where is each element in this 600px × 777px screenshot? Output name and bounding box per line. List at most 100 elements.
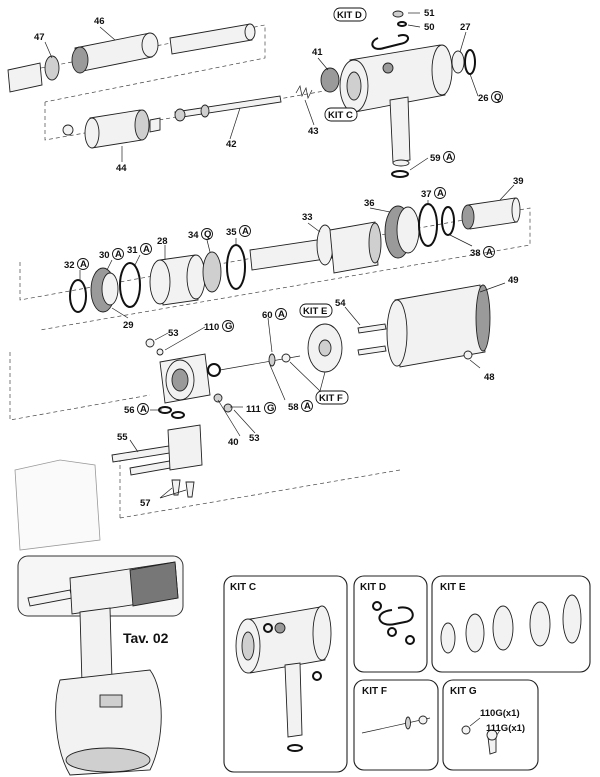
kit-g-title: KIT G <box>450 686 477 697</box>
kit-g-item-111: 111G(x1) <box>486 723 525 734</box>
part-44-clutch <box>62 109 161 149</box>
part-labels-circled: 26 Q 59 A 37 A 34 Q 35 A 31 A 30 A 32 A … <box>64 91 503 416</box>
part-48-screw <box>463 350 473 360</box>
label-40: 40 <box>228 437 239 448</box>
label-43: 43 <box>308 126 319 137</box>
label-49: 49 <box>508 275 519 286</box>
label-58: 58 <box>288 402 299 413</box>
label-110: 110 <box>204 322 219 333</box>
label-34: 34 <box>188 230 199 241</box>
kit-c-head-housing <box>339 10 453 178</box>
label-30: 30 <box>99 250 110 261</box>
label-42: 42 <box>226 139 237 150</box>
label-34-suffix: Q <box>204 229 211 240</box>
part-49-cover <box>386 284 491 368</box>
label-55: 55 <box>117 432 128 443</box>
part-55-bracket <box>111 424 203 476</box>
kit-f-title: KIT F <box>362 686 387 697</box>
kit-c-box: KIT C <box>223 575 348 773</box>
kit-c-title: KIT C <box>230 582 256 593</box>
handle-outline <box>14 459 101 551</box>
label-110-suffix: G <box>225 321 232 332</box>
part-46-sleeve <box>7 23 256 93</box>
kit-tags: KIT D KIT C KIT E KIT F <box>299 7 367 405</box>
part-32-oring <box>69 279 87 313</box>
part-30-29-piston <box>90 267 119 313</box>
label-33: 33 <box>302 212 313 223</box>
label-35-suffix: A <box>242 226 249 237</box>
part-41-nut <box>320 67 340 93</box>
label-51: 51 <box>424 8 435 19</box>
kit-d-box: KIT D <box>353 575 428 673</box>
kit-e-title: KIT E <box>440 582 466 593</box>
kit-f-valve-rod <box>219 353 301 371</box>
tav-label: Tav. 02 <box>123 630 169 646</box>
label-26-suffix: Q <box>494 92 501 103</box>
label-31-suffix: A <box>143 244 150 255</box>
kit-f-tag: KIT F <box>319 393 343 404</box>
label-32-suffix: A <box>80 259 87 270</box>
label-59: 59 <box>430 153 441 164</box>
label-60: 60 <box>262 310 273 321</box>
label-59-suffix: A <box>446 152 453 163</box>
part-42-rod <box>174 95 282 122</box>
leader-lines <box>44 12 515 499</box>
label-50: 50 <box>424 22 435 33</box>
label-26: 26 <box>478 93 489 104</box>
part-34-35-rings <box>202 244 246 293</box>
label-48: 48 <box>484 372 495 383</box>
label-30-suffix: A <box>115 249 122 260</box>
label-36: 36 <box>364 198 375 209</box>
part-111-53-fittings <box>207 363 233 413</box>
part-33-shaft <box>249 221 382 274</box>
label-41: 41 <box>312 47 323 58</box>
label-54: 54 <box>335 298 346 309</box>
part-28-sleeve <box>149 254 206 306</box>
label-46: 46 <box>94 16 105 27</box>
kit-d-tag: KIT D <box>337 10 362 21</box>
label-53a: 53 <box>168 328 179 339</box>
kit-c-tag: KIT C <box>328 110 353 121</box>
part-labels: 46 47 51 50 27 41 43 42 44 39 36 33 28 2… <box>34 8 524 509</box>
kit-g-item-110: 110G(x1) <box>480 708 520 719</box>
label-37-suffix: A <box>437 188 444 199</box>
tool-overview: Tav. 02 <box>17 555 184 776</box>
label-58-suffix: A <box>304 401 311 412</box>
kit-d-title: KIT D <box>360 582 386 593</box>
part-39-cap <box>461 197 521 230</box>
part-43-spring <box>295 85 313 100</box>
kit-e-tag: KIT E <box>303 306 327 317</box>
label-31: 31 <box>127 245 138 256</box>
label-56: 56 <box>124 405 135 416</box>
part-54-screws <box>357 323 387 356</box>
assembly-guide-lines <box>9 24 531 519</box>
label-111: 111 <box>246 404 262 415</box>
label-111-suffix: G <box>267 403 274 414</box>
kit-g-box: KIT G 110G(x1) 111G(x1) <box>442 679 539 771</box>
label-32: 32 <box>64 260 75 271</box>
label-37: 37 <box>421 189 432 200</box>
label-47: 47 <box>34 32 45 43</box>
label-60-suffix: A <box>278 309 285 320</box>
part-56-seals <box>158 406 185 419</box>
part-37-38-rings <box>418 203 455 247</box>
label-28: 28 <box>157 236 168 247</box>
part-31-ring <box>119 262 141 308</box>
label-29: 29 <box>123 320 134 331</box>
part-27-26-rings <box>451 49 476 75</box>
part-57-screws <box>171 479 195 498</box>
label-38-suffix: A <box>486 247 493 258</box>
kit-e-box: KIT E <box>431 575 591 673</box>
label-56-suffix: A <box>140 404 147 415</box>
label-27: 27 <box>460 22 471 33</box>
part-40-head-block <box>145 338 211 404</box>
label-57: 57 <box>140 498 151 509</box>
kit-f-box: KIT F <box>353 679 439 771</box>
label-53b: 53 <box>249 433 260 444</box>
label-44: 44 <box>116 163 127 174</box>
part-36-piston-head <box>384 205 420 259</box>
kit-e-valve-body <box>307 323 343 373</box>
label-35: 35 <box>226 227 237 238</box>
label-39: 39 <box>513 176 524 187</box>
